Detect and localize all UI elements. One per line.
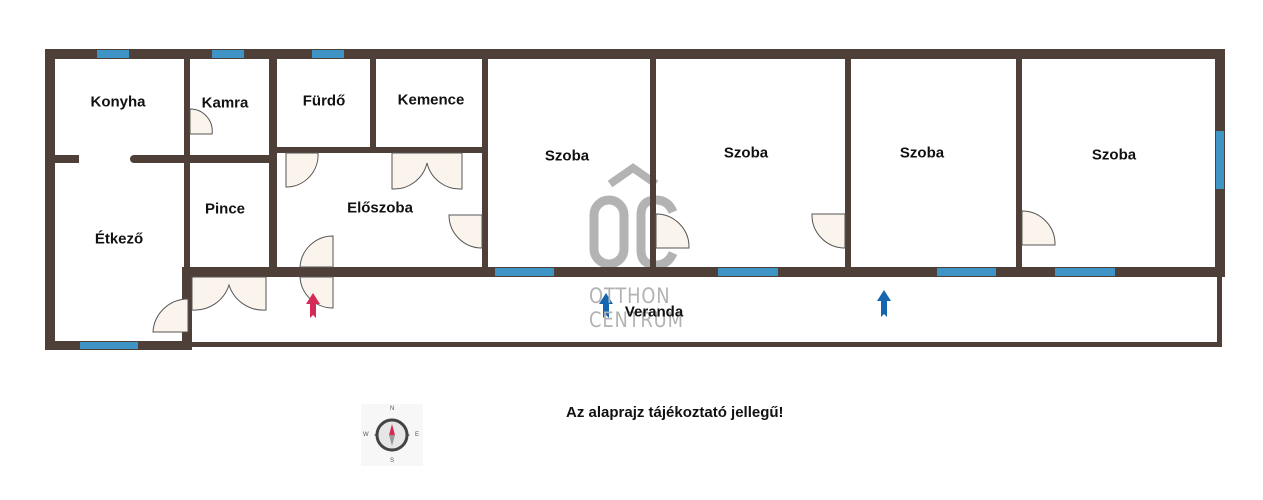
compass-south-label: S: [390, 458, 395, 464]
disclaimer-text: Az alaprajz tájékoztató jellegű!: [566, 404, 784, 421]
compass-east-label: E: [415, 432, 420, 438]
direction-arrow-icon: [877, 290, 891, 317]
room-label-konyha: Konyha: [90, 93, 146, 111]
watermark-line1: OTTHON: [589, 284, 671, 308]
watermark-logo: [589, 163, 678, 270]
room-label-szoba-4: Szoba: [1091, 146, 1137, 164]
direction-arrow-icon: [599, 293, 613, 318]
compass-west-label: W: [363, 432, 369, 438]
room-label-kemence: Kemence: [397, 91, 465, 109]
room-label-veranda: Veranda: [624, 303, 684, 321]
room-label-pince: Pince: [204, 200, 246, 218]
windows: [80, 50, 1224, 349]
watermark-line2: CENTRUM: [589, 308, 684, 332]
room-label-szoba-3: Szoba: [899, 144, 945, 162]
room-label-szoba-1: Szoba: [544, 147, 590, 165]
entrance-arrow-icon: [306, 293, 320, 318]
room-label-szoba-2: Szoba: [723, 144, 769, 162]
compass-icon: [361, 404, 423, 466]
room-label-kamra: Kamra: [201, 94, 249, 112]
room-label-etkezo: Étkező: [94, 230, 144, 248]
room-label-eloszoba: Előszoba: [347, 199, 413, 217]
compass-north-label: N: [390, 406, 395, 412]
room-label-furdo: Fürdő: [302, 92, 346, 110]
doors: [152, 108, 1056, 333]
